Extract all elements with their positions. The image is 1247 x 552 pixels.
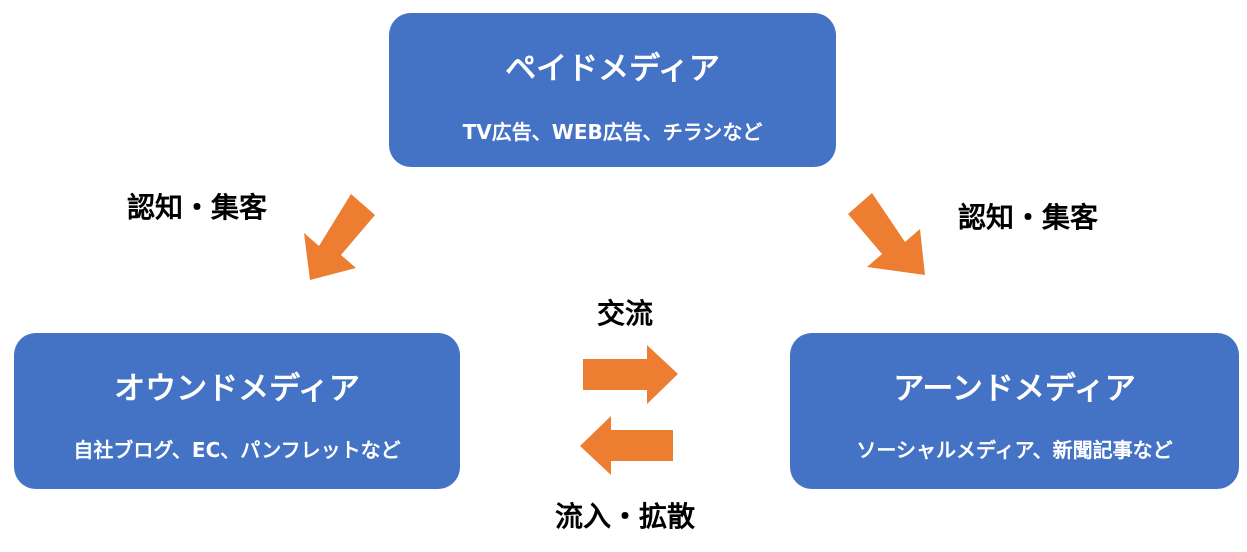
left-flow-label: 認知・集客 — [127, 191, 268, 224]
right-flow-label: 認知・集客 — [958, 201, 1099, 234]
arrow-paid-to-earned — [848, 193, 925, 275]
owned-media-box: オウンドメディア 自社ブログ、EC、パンフレットなど — [14, 333, 460, 489]
arrow-paid-to-owned — [304, 194, 375, 280]
paid-media-title: ペイドメディア — [505, 51, 720, 87]
arrow-earned-to-owned — [580, 416, 673, 475]
paid-media-box: ペイドメディア TV広告、WEB広告、チラシなど — [389, 13, 836, 167]
exchange-label: 交流 — [597, 297, 654, 330]
arrow-owned-to-earned — [583, 345, 678, 404]
owned-media-subtitle: 自社ブログ、EC、パンフレットなど — [73, 438, 401, 462]
paid-media-subtitle: TV広告、WEB広告、チラシなど — [462, 120, 763, 144]
earned-media-title: アーンドメディア — [893, 371, 1136, 407]
earned-media-box: アーンドメディア ソーシャルメディア、新聞記事など — [790, 333, 1239, 489]
owned-media-title: オウンドメディア — [114, 371, 360, 407]
earned-media-subtitle: ソーシャルメディア、新聞記事など — [856, 438, 1173, 462]
inflow-label: 流入・拡散 — [555, 500, 696, 533]
